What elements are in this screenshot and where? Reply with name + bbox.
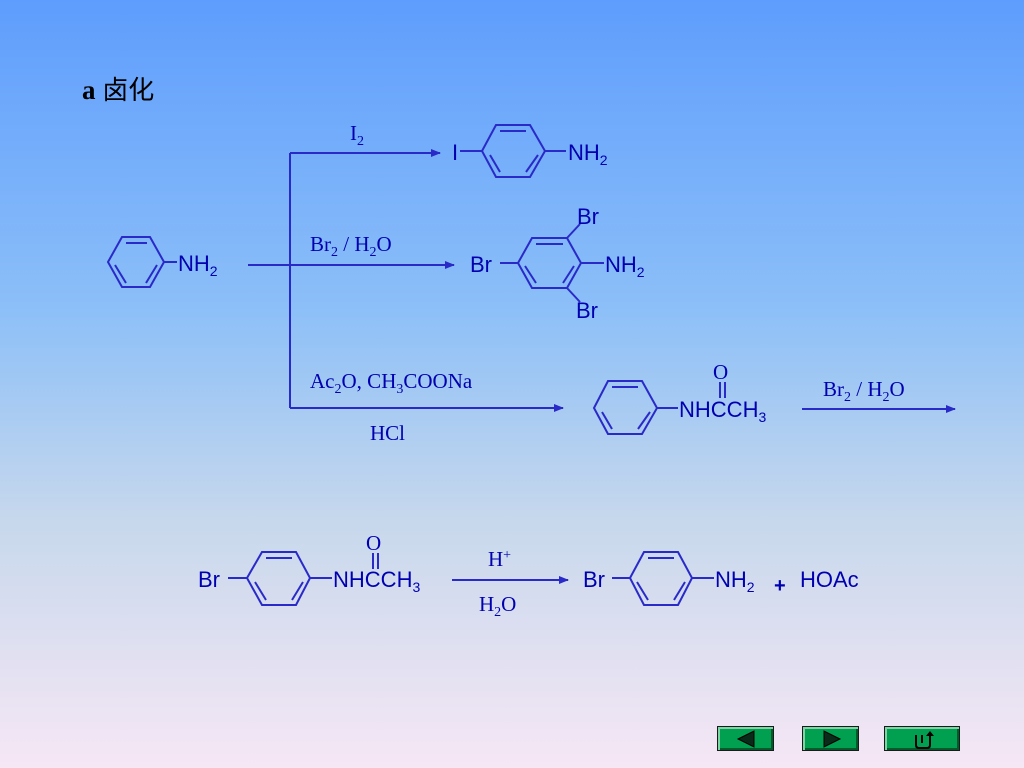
iodo-label: I	[452, 140, 458, 165]
tribromoaniline-ring	[516, 237, 583, 289]
acetanilide-ring	[592, 380, 659, 435]
bromination-reagent: Br2 / H2O	[310, 232, 392, 260]
tribromo-bottom-bond	[566, 287, 581, 303]
bromoacetanilide-group-label: NHCCH3	[333, 567, 420, 595]
bromination-2-reagent: Br2 / H2O	[823, 377, 905, 405]
slide-title: a 卤化	[82, 70, 154, 107]
iodoaniline-nh2-label: NH2	[568, 140, 608, 168]
title-prefix: a	[82, 75, 96, 105]
acetanilide-carbonyl-bond	[719, 382, 726, 398]
tribromo-top-bond	[566, 223, 581, 239]
hydrolysis-reagent-below: H2O	[479, 592, 516, 620]
hydrolysis-reagent-above: H+	[488, 547, 511, 571]
title-text: 卤化	[102, 76, 155, 106]
acetanilide-group-label: NHCCH3	[679, 397, 766, 425]
acetylation-reagent-below: HCl	[370, 421, 405, 445]
aniline-nh2-label: NH2	[178, 251, 218, 279]
bromoaniline-br-label: Br	[583, 567, 605, 592]
previous-button[interactable]	[717, 726, 774, 751]
return-button[interactable]	[884, 726, 960, 751]
plus-sign: +	[774, 575, 786, 597]
aniline-ring	[106, 236, 166, 288]
tribromoaniline-nh2-label: NH2	[605, 252, 645, 280]
next-icon	[823, 730, 842, 748]
bromoacetanilide-ring	[245, 551, 312, 606]
bromoacetanilide-carbonyl-bond	[372, 553, 379, 569]
previous-icon	[736, 730, 755, 748]
next-button[interactable]	[802, 726, 859, 751]
return-icon	[915, 731, 934, 749]
tribromo-br-top: Br	[577, 204, 599, 229]
acetylation-reagent-above: Ac2O, CH3COONa	[310, 369, 473, 397]
hoac-label: HOAc	[800, 567, 859, 592]
iodoaniline-ring	[480, 124, 547, 178]
acetanilide-carbonyl-o: O	[713, 360, 728, 384]
bromoacetanilide-br-label: Br	[198, 567, 220, 592]
bromoaniline-ring	[628, 551, 694, 606]
bromoaniline-nh2-label: NH2	[715, 567, 755, 595]
tribromo-br-bottom: Br	[576, 298, 598, 323]
iodination-reagent: I2	[350, 121, 364, 149]
tribromo-br-left: Br	[470, 252, 492, 277]
bromoacetanilide-carbonyl-o: O	[366, 531, 381, 555]
